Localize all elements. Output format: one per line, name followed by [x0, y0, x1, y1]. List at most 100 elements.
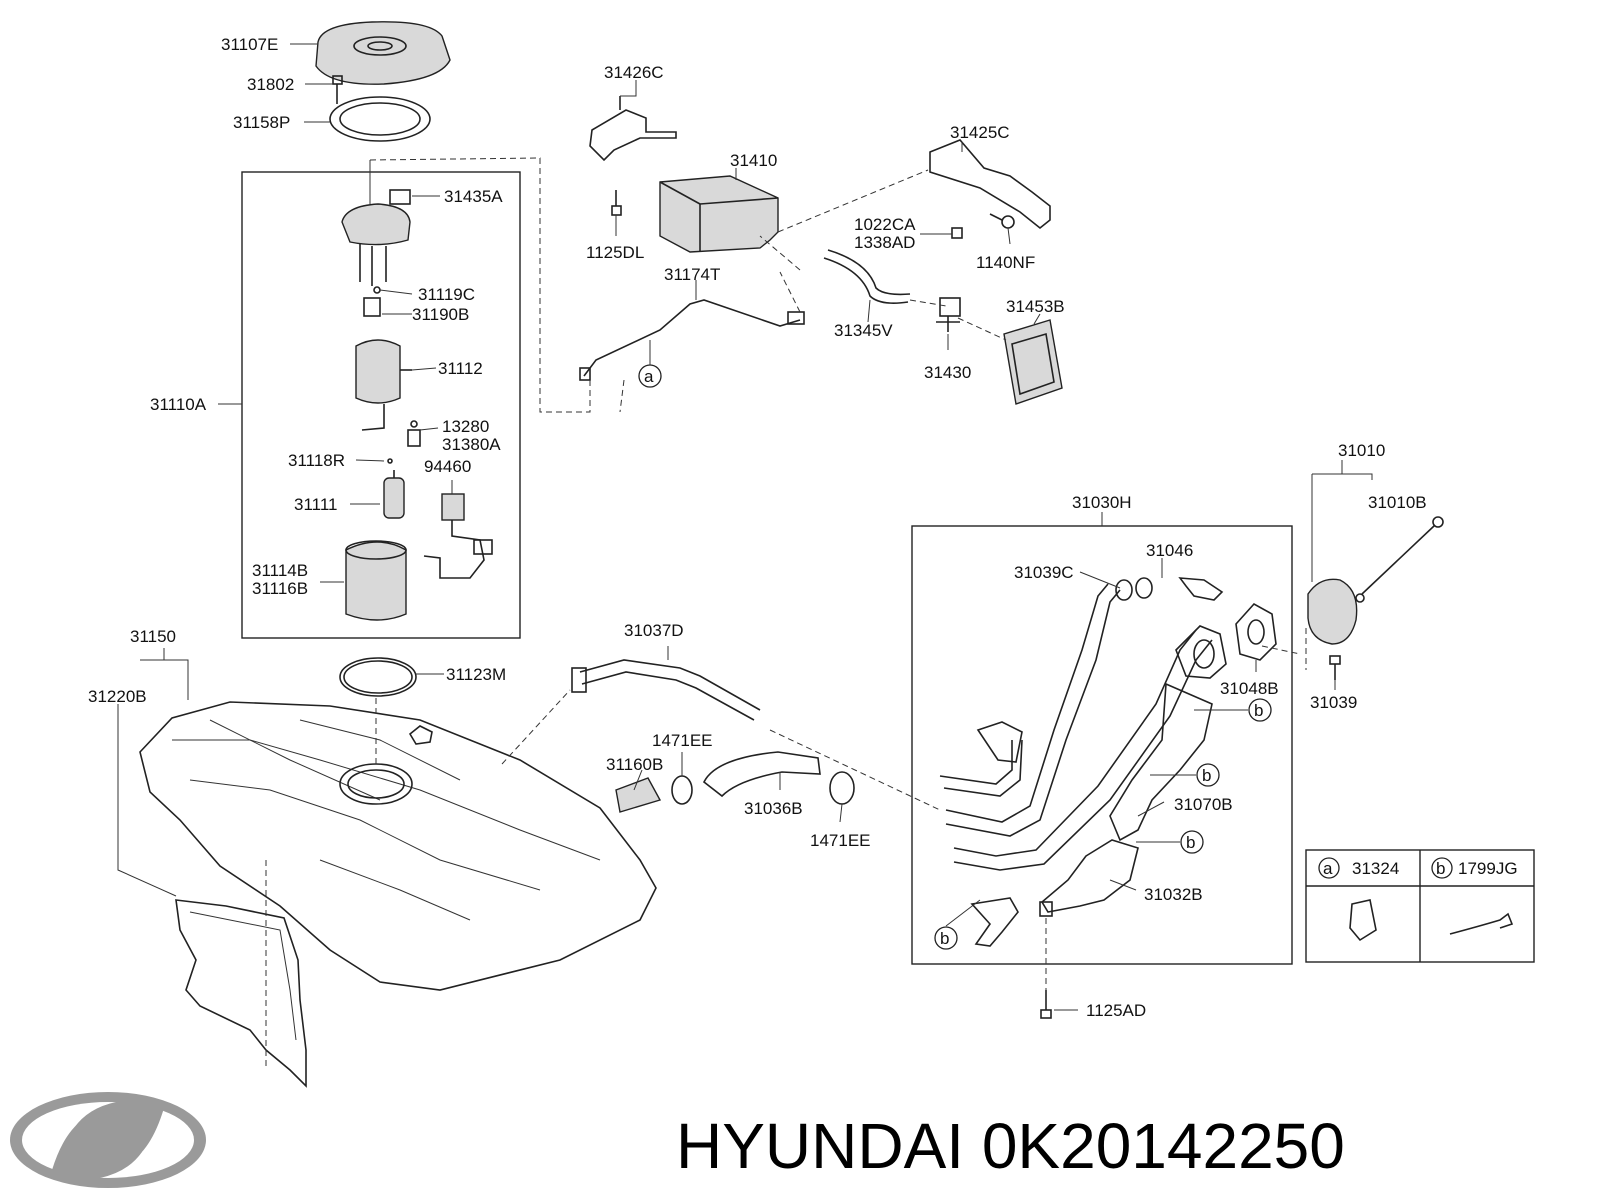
label-31037D: 31037D: [624, 621, 684, 640]
gasket-31048B: [1235, 602, 1277, 661]
label-31114B: 31114B: [252, 561, 308, 580]
callout-b-3: b: [1180, 830, 1204, 854]
filter-31112: [355, 339, 412, 431]
hose-31160B: [615, 777, 662, 813]
bolt-31802: [332, 75, 343, 104]
fuel-tank-31150: [139, 701, 657, 991]
callout-b-4: b: [934, 926, 958, 950]
label-31048B: 31048B: [1220, 679, 1279, 698]
label-31453B: 31453B: [1006, 297, 1065, 316]
label-31345V: 31345V: [834, 321, 893, 340]
label-1338AD: 1338AD: [854, 233, 915, 252]
svg-text:b: b: [940, 929, 949, 948]
label-31802: 31802: [247, 75, 294, 94]
route-line-valve: [909, 299, 947, 307]
breather-tube-31037D: [571, 659, 761, 721]
label-31046: 31046: [1146, 541, 1193, 560]
pump-cover-31107E: [315, 21, 451, 85]
route-line-bracket: [777, 169, 929, 233]
callout-b-2: b: [1196, 763, 1220, 787]
fuel-cap-31010: [1307, 516, 1444, 645]
label-13280: 13280: [442, 417, 489, 436]
route-line-canister: [759, 235, 801, 271]
label-1471EE-top: 1471EE: [652, 731, 713, 750]
filler-pipe-31030H: [939, 583, 1213, 871]
label-1471EE-bottom: 1471EE: [810, 831, 871, 850]
label-31030H: 31030H: [1072, 493, 1132, 512]
label-31174T: 31174T: [664, 265, 720, 284]
hyundai-logo: [10, 1092, 206, 1188]
clip-lower: [970, 897, 1019, 947]
legend-a-part: 31324: [1352, 859, 1399, 878]
vapor-tube-31174T: [579, 299, 805, 381]
label-31036B: 31036B: [744, 799, 803, 818]
label-31110A: 31110A: [150, 395, 207, 414]
valve-31430: [936, 297, 961, 332]
clamp-1471EE-bottom: [829, 771, 855, 805]
label-31039: 31039: [1310, 693, 1357, 712]
label-31111: 31111: [294, 495, 338, 514]
strainer-31190B: [363, 286, 381, 317]
svg-text:a: a: [644, 367, 654, 386]
label-31112: 31112: [438, 359, 483, 378]
legend-a-marker: a: [1318, 857, 1340, 879]
route-line-breather: [501, 689, 571, 765]
callout-b-1: b: [1248, 698, 1272, 722]
label-31118R: 31118R: [288, 451, 345, 470]
bolt-1140NF: [989, 213, 1015, 229]
route-line-filler-hose: [769, 729, 941, 811]
filler-head: [1175, 625, 1227, 679]
label-1125DL: 1125DL: [586, 243, 644, 262]
label-31426C: 31426C: [604, 63, 664, 82]
callout-a-top: a: [638, 364, 662, 388]
route-line-pump-to-tube: [369, 157, 591, 413]
label-31070B: 31070B: [1174, 795, 1233, 814]
label-31430: 31430: [924, 363, 971, 382]
route-line-canister-tube: [779, 271, 801, 313]
fuel-pump-31111: [383, 470, 405, 519]
label-31123M: 31123M: [446, 665, 506, 684]
label-31410: 31410: [730, 151, 777, 170]
svg-text:b: b: [1254, 701, 1263, 720]
route-line-clip-a: [619, 379, 625, 413]
legend-b-part: 1799JG: [1458, 859, 1518, 878]
label-31220B: 31220B: [88, 687, 147, 706]
label-31425C: 31425C: [950, 123, 1010, 142]
label-31435A: 31435A: [444, 187, 503, 206]
pump-flange: [341, 160, 411, 286]
bracket-31425C: [929, 139, 1051, 230]
nut-1338AD: [951, 227, 963, 239]
brand-part-number: HYUNDAI 0K20142250: [676, 1110, 1345, 1182]
heat-shield-31220B: [175, 899, 307, 1088]
label-1022CA: 1022CA: [854, 215, 916, 234]
clamp-1471EE-top: [671, 775, 693, 805]
label-31158P: 31158P: [233, 113, 290, 132]
leader-lines: [117, 43, 1373, 1011]
vent-hose-31345V: [823, 249, 911, 304]
label-31010B: 31010B: [1368, 493, 1427, 512]
legend-b-marker: b: [1431, 857, 1453, 879]
svg-text:b: b: [1436, 859, 1445, 878]
label-31150: 31150: [130, 627, 176, 646]
filter-31453B: [1003, 319, 1063, 405]
canister-31410: [659, 175, 779, 253]
pump-module-frame: [241, 171, 521, 639]
bracket-31032B: [1039, 839, 1139, 917]
svg-text:a: a: [1323, 859, 1333, 878]
sender-94460: [423, 493, 493, 579]
bracket-31426C: [589, 96, 677, 162]
legend-box: [1305, 849, 1535, 963]
label-1140NF: 1140NF: [976, 253, 1035, 272]
route-line-filter: [957, 317, 1007, 341]
label-31119C: 31119C: [418, 285, 475, 304]
label-31116B: 31116B: [252, 579, 308, 598]
svg-text:b: b: [1186, 833, 1195, 852]
label-1125AD: 1125AD: [1086, 1001, 1146, 1020]
label-31032B: 31032B: [1144, 885, 1203, 904]
bolt-31039: [1329, 655, 1341, 680]
label-31160B: 31160B: [606, 755, 663, 774]
shield-31070B: [1109, 682, 1213, 842]
connector-31039C: [1178, 577, 1224, 601]
clamp-31046: [1115, 577, 1153, 601]
label-31010: 31010: [1338, 441, 1385, 460]
